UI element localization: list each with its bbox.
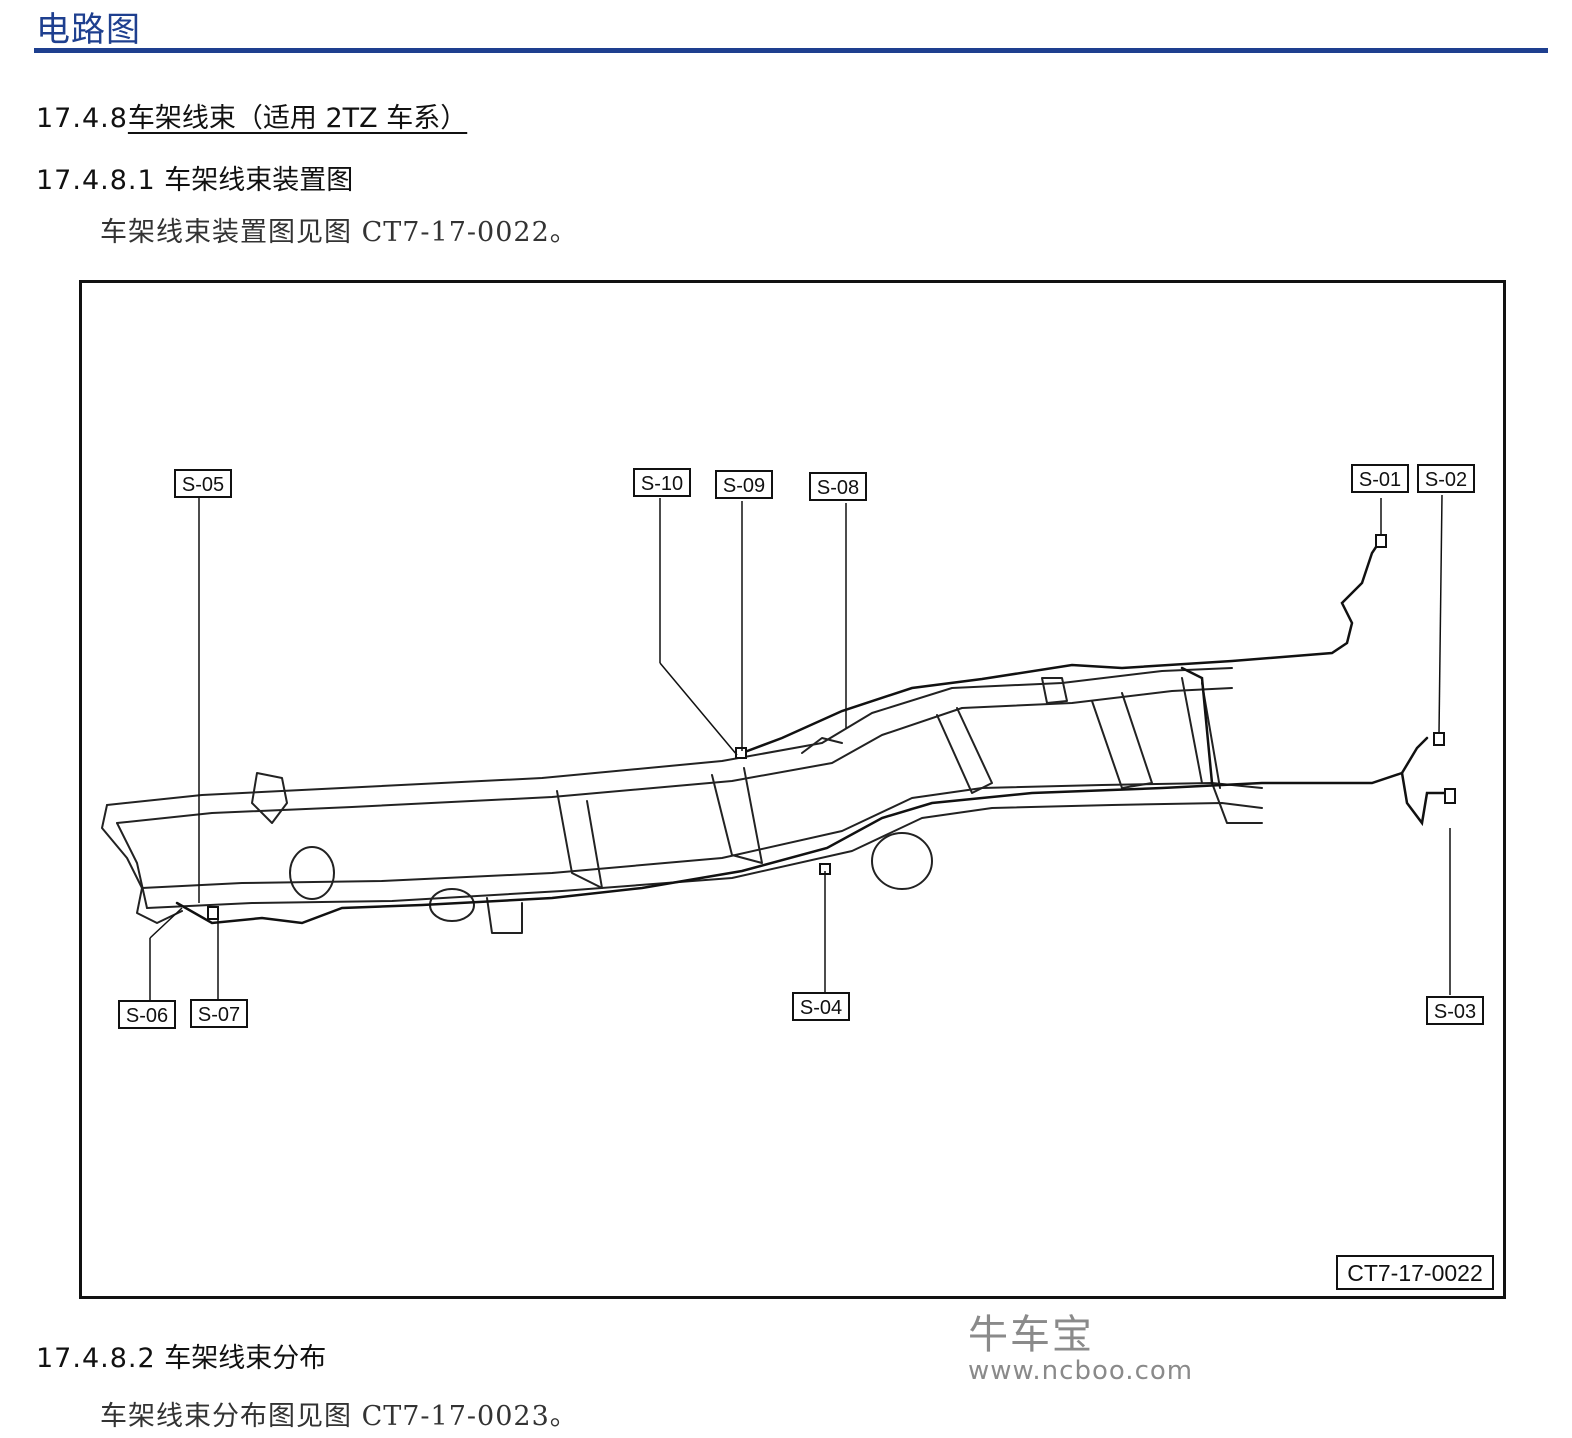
svg-text:CT7-17-0022: CT7-17-0022 (1347, 1260, 1483, 1286)
subsection1-title: 车架线束装置图 (164, 165, 354, 196)
svg-text:S-09: S-09 (723, 475, 765, 497)
harness-upper (740, 536, 1384, 755)
header-rule (34, 48, 1548, 53)
section-title: 车架线束（适用 2TZ 车系） (127, 103, 468, 134)
callout-s-03: S-03 (1426, 996, 1484, 1025)
figure-id-label: CT7-17-0022 (1336, 1255, 1494, 1290)
figure-frame: S-01 S-02 S-03 S-04 S-05 S-06 (79, 280, 1506, 1299)
callouts: S-01 S-02 S-03 S-04 S-05 S-06 (118, 464, 1484, 1029)
watermark-url: www.ncboo.com (968, 1356, 1194, 1386)
svg-text:S-10: S-10 (641, 473, 683, 495)
subsection1-body: 车架线束装置图见图 CT7-17-0022。 (100, 217, 578, 248)
section-heading: 17.4.8车架线束（适用 2TZ 车系） (36, 96, 467, 135)
svg-text:S-08: S-08 (817, 477, 859, 499)
callout-s-02: S-02 (1417, 464, 1475, 493)
frame-harness-diagram: S-01 S-02 S-03 S-04 S-05 S-06 (101, 464, 1494, 1290)
subsection2-number: 17.4.8.2 (36, 1343, 156, 1374)
cross-member (556, 790, 603, 889)
callout-s-08: S-08 (809, 472, 867, 501)
callout-s-06: S-06 (118, 1000, 176, 1029)
subsection1-heading: 17.4.8.1 车架线束装置图 (36, 158, 353, 197)
subsection2-title: 车架线束分布 (164, 1343, 327, 1374)
harness-lower (175, 736, 1429, 925)
chassis-rail-upper (106, 667, 1233, 806)
callout-s-05: S-05 (174, 469, 232, 498)
svg-text:S-07: S-07 (198, 1004, 240, 1026)
svg-text:S-04: S-04 (800, 997, 842, 1019)
subsection2-heading: 17.4.8.2 车架线束分布 (36, 1336, 326, 1375)
chassis-rail-lower (141, 782, 1263, 889)
svg-text:S-01: S-01 (1359, 469, 1401, 491)
callout-s-10: S-10 (633, 468, 691, 497)
svg-text:S-03: S-03 (1434, 1001, 1476, 1023)
callout-s-04: S-04 (792, 992, 850, 1021)
watermark-brand: 牛车宝 (968, 1312, 1094, 1358)
page-header-title: 电路图 (36, 10, 141, 50)
svg-text:S-02: S-02 (1425, 469, 1467, 491)
callout-s-09: S-09 (715, 470, 773, 499)
svg-text:S-05: S-05 (182, 474, 224, 496)
callout-s-01: S-01 (1351, 464, 1409, 493)
section-number: 17.4.8 (36, 103, 128, 134)
subsection1-number: 17.4.8.1 (36, 165, 156, 196)
svg-text:S-06: S-06 (126, 1005, 168, 1027)
callout-s-07: S-07 (190, 999, 248, 1028)
subsection2-body: 车架线束分布图见图 CT7-17-0023。 (100, 1401, 578, 1432)
